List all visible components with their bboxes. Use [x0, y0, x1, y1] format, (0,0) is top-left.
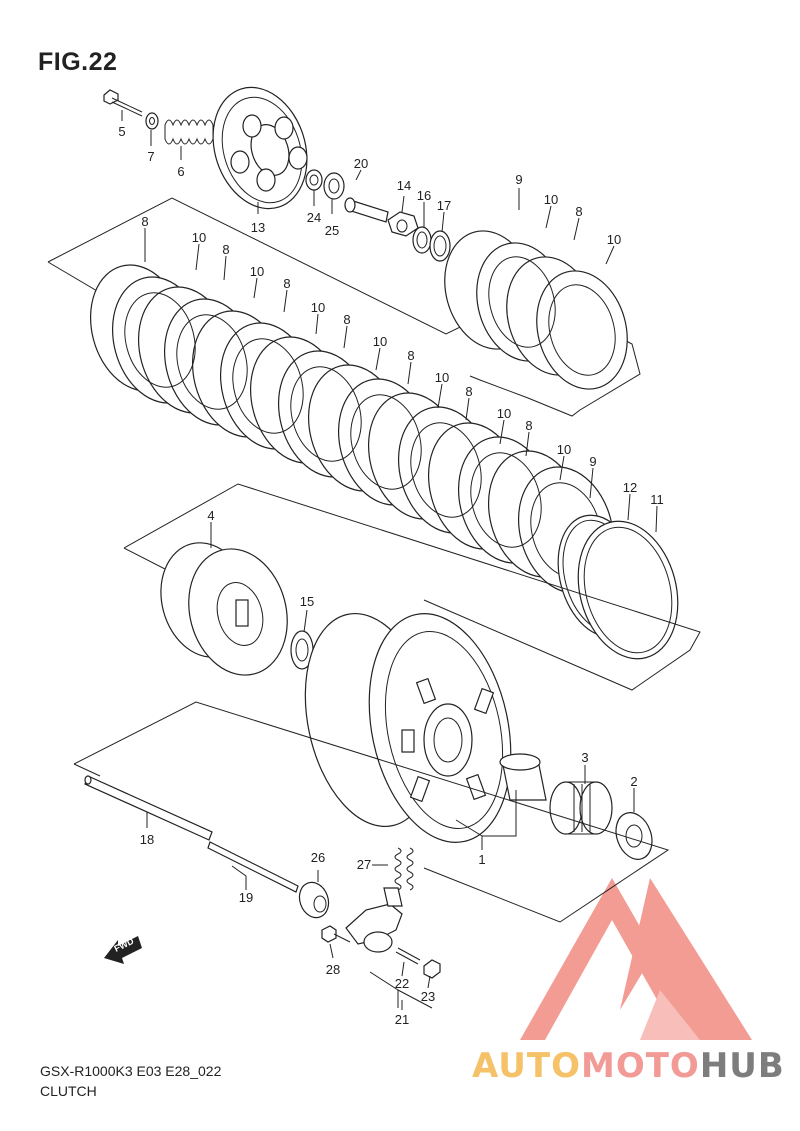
pushrod-frame [73, 701, 670, 923]
release-camshaft [345, 887, 403, 953]
clutch-spring [164, 119, 214, 145]
watermark-part-hub: HUB [699, 1046, 785, 1086]
callout-9a: 9 [515, 172, 522, 187]
push-rod-piece [344, 197, 389, 223]
lock-nut [423, 959, 441, 979]
callout-10a: 10 [192, 230, 206, 245]
callout-8e: 8 [407, 348, 414, 363]
callout-8f: 8 [465, 384, 472, 399]
callout-20: 20 [354, 156, 368, 171]
clutch-bolt [103, 89, 143, 117]
callout-9b: 9 [589, 454, 596, 469]
callout-12: 12 [623, 480, 637, 495]
callout-8d: 8 [343, 312, 350, 327]
automotohub-watermark: AUTOMOTOHUB [472, 1046, 785, 1086]
callout-10b: 10 [250, 264, 264, 279]
leader-lines [121, 110, 658, 1010]
watermark-part-auto: AUTO [472, 1046, 581, 1086]
push-rod-right [207, 841, 299, 893]
callout-26: 26 [311, 850, 325, 865]
forward-direction-arrow: FWD [104, 936, 142, 964]
callout-10i: 10 [607, 232, 621, 247]
lock-washer [412, 226, 432, 254]
camshaft-bolt [321, 925, 351, 943]
callout-21: 21 [395, 1012, 409, 1027]
callout-6: 6 [177, 164, 184, 179]
callout-23: 23 [421, 989, 435, 1004]
primary-driven-gear-housing [304, 612, 512, 843]
clutch-hub-nut [387, 211, 419, 237]
push-rod-left [84, 775, 213, 841]
callout-10h: 10 [544, 192, 558, 207]
callout-7: 7 [147, 149, 154, 164]
thrust-washer [305, 169, 323, 191]
model-code: GSX-R1000K3 E03 E28_022 [40, 1063, 222, 1079]
return-spring [394, 847, 414, 891]
callout-16: 16 [417, 188, 431, 203]
callout-13: 13 [251, 220, 265, 235]
callout-10c: 10 [311, 300, 325, 315]
needle-bearing [549, 781, 613, 835]
clutch-plate-group-upper [444, 230, 628, 390]
figure-title: FIG.22 [38, 48, 118, 76]
callout-14: 14 [397, 178, 411, 193]
callout-19: 19 [239, 890, 253, 905]
callout-3: 3 [581, 750, 588, 765]
callout-10e: 10 [435, 370, 449, 385]
automotohub-logo-icon [520, 878, 752, 1040]
callout-18: 18 [140, 832, 154, 847]
pressure-plate [212, 86, 308, 210]
callout-28: 28 [326, 962, 340, 977]
callout-1: 1 [478, 852, 485, 867]
plate-stack-frame [47, 197, 641, 417]
oil-seal [298, 881, 330, 919]
callout-10g: 10 [557, 442, 571, 457]
callout-5: 5 [118, 124, 125, 139]
callout-2: 2 [630, 774, 637, 789]
callout-10d: 10 [373, 334, 387, 349]
callout-15: 15 [300, 594, 314, 609]
watermark-part-moto: MOTO [580, 1046, 700, 1086]
hub-frame [123, 483, 701, 691]
callout-22: 22 [395, 976, 409, 991]
spring-seat-ring [577, 520, 679, 660]
hub-washer [429, 230, 451, 262]
callout-17: 17 [437, 198, 451, 213]
callout-8a: 8 [141, 214, 148, 229]
callout-4: 4 [207, 508, 214, 523]
adjust-screw [395, 947, 421, 965]
callout-24: 24 [307, 210, 321, 225]
callout-25: 25 [325, 223, 339, 238]
callout-8h: 8 [575, 204, 582, 219]
callout-8b: 8 [222, 242, 229, 257]
release-bearing [323, 172, 345, 200]
callout-27: 27 [357, 857, 371, 872]
clutch-sleeve-hub [160, 542, 288, 676]
callout-numbers: 1 2 3 4 5 6 7 8 8 8 8 8 8 8 8 9 9 10 10 … [118, 124, 663, 1027]
callout-8c: 8 [283, 276, 290, 291]
callout-10f: 10 [497, 406, 511, 421]
thrust-washer-2 [615, 812, 653, 860]
section-name: CLUTCH [40, 1083, 97, 1099]
callout-11: 11 [650, 492, 664, 507]
spacer-sleeve [499, 753, 547, 801]
callout-8g: 8 [525, 418, 532, 433]
clutch-spring-washer [145, 112, 159, 130]
